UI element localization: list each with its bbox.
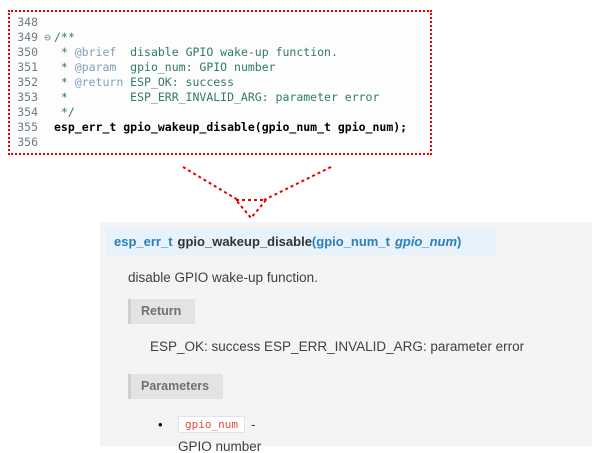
signature-function-name: gpio_wakeup_disable <box>177 234 312 249</box>
code-editor-snippet: 348 349 ⊖ /** 350 * @brief disable GPIO … <box>8 10 432 155</box>
code-text: */ <box>54 105 430 120</box>
bullet-icon: • <box>158 417 163 432</box>
code-line[interactable]: 356 <box>10 135 430 150</box>
gutter-line-number: 352 <box>17 75 38 89</box>
signature-close-paren: ) <box>457 234 462 249</box>
code-segment: /** <box>54 30 75 44</box>
parameter-name-line: gpio_num - <box>178 416 592 433</box>
gutter-line-number: 351 <box>17 60 38 74</box>
code-segment: * <box>54 60 75 74</box>
code-segment: @brief <box>74 45 117 59</box>
code-segment: gpio_num: GPIO number <box>116 60 276 74</box>
parameter-body: gpio_num - GPIO number <box>178 416 592 453</box>
signature-open-paren: ( <box>311 234 317 249</box>
code-line[interactable]: 354 */ <box>10 105 430 120</box>
code-segment: disable GPIO wake-up function. <box>116 45 338 59</box>
code-text: /** <box>54 30 430 45</box>
code-text: * ESP_ERR_INVALID_ARG: parameter error <box>54 90 430 105</box>
gutter-line-number: 348 <box>17 15 38 29</box>
gutter-line-number: 356 <box>17 135 38 149</box>
code-text: * @param gpio_num: GPIO number <box>54 60 430 75</box>
param-separator: - <box>250 417 256 432</box>
code-line[interactable]: 348 <box>10 15 430 30</box>
parameter-list-item: • gpio_num - GPIO number <box>158 416 592 453</box>
code-line[interactable]: 353 * ESP_ERR_INVALID_ARG: parameter err… <box>10 90 430 105</box>
code-line[interactable]: 355 esp_err_t gpio_wakeup_disable(gpio_n… <box>10 120 430 135</box>
code-line[interactable]: 350 * @brief disable GPIO wake-up functi… <box>10 45 430 60</box>
code-line[interactable]: 352 * @return ESP_OK: success <box>10 75 430 90</box>
code-segment: ESP_OK: success <box>123 75 235 89</box>
code-text: esp_err_t gpio_wakeup_disable(gpio_num_t… <box>54 120 430 135</box>
gutter-line-number: 353 <box>17 90 38 104</box>
code-segment: * <box>54 75 75 89</box>
param-name-code: gpio_num <box>178 416 245 433</box>
code-line[interactable]: 349 ⊖ /** <box>10 30 430 45</box>
fold-toggle-icon[interactable]: ⊖ <box>44 31 51 44</box>
code-text: * @return ESP_OK: success <box>54 75 430 90</box>
parameters-rubric: Parameters <box>128 374 224 399</box>
function-declaration: esp_err_t gpio_wakeup_disable(gpio_num_t… <box>54 120 408 134</box>
code-line[interactable]: 351 * @param gpio_num: GPIO number <box>10 60 430 75</box>
signature-param-type: gpio_num_t <box>316 234 390 249</box>
return-text: ESP_OK: success ESP_ERR_INVALID_ARG: par… <box>150 339 525 354</box>
code-segment: @param <box>74 60 117 74</box>
function-description: disable GPIO wake-up function. <box>128 270 318 285</box>
signature-return-type: esp_err_t <box>114 234 173 249</box>
code-text: * @brief disable GPIO wake-up function. <box>54 45 430 60</box>
gutter-line-number: 355 <box>17 120 38 134</box>
code-segment: * ESP_ERR_INVALID_ARG: parameter error <box>54 90 380 104</box>
code-segment: */ <box>54 105 75 119</box>
code-segment: * <box>54 45 75 59</box>
return-rubric: Return <box>128 299 196 324</box>
gutter-line-number: 350 <box>17 45 38 59</box>
gutter-line-number: 354 <box>17 105 38 119</box>
param-description: GPIO number <box>178 439 262 453</box>
code-segment: @return <box>74 75 124 89</box>
function-signature: esp_err_t gpio_wakeup_disable(gpio_num_t g… <box>106 228 496 255</box>
gutter-line-number: 349 <box>17 30 38 44</box>
signature-param-name: gpio_num <box>394 234 458 249</box>
